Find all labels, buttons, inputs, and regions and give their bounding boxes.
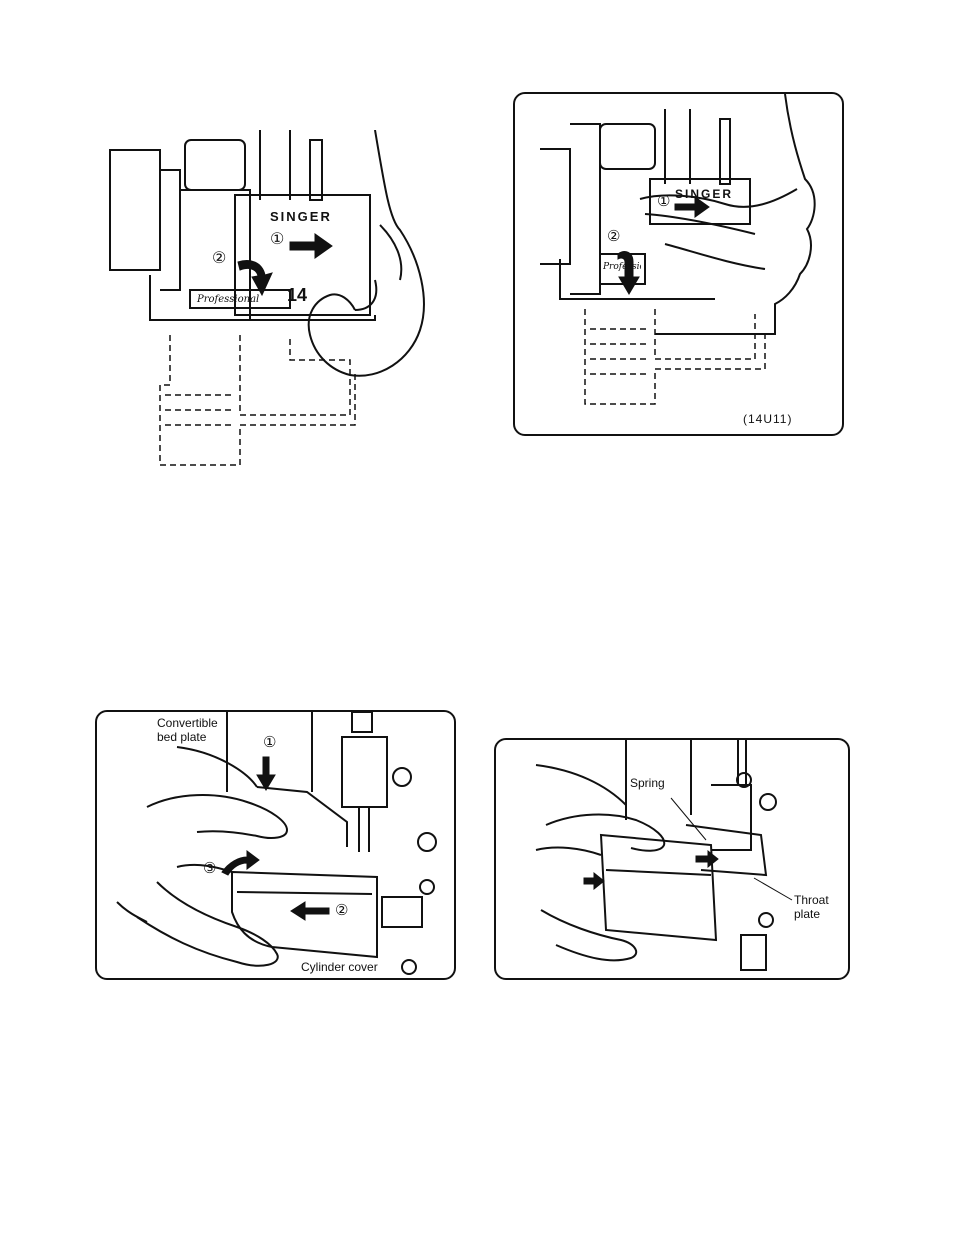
step-1-marker: ① (263, 736, 276, 750)
cylinder-cover-label: Cylinder cover (301, 960, 378, 974)
figure-code-label: (14U11) (743, 412, 792, 426)
step-1-marker: ① (270, 233, 284, 247)
step-3-marker: ③ (203, 862, 216, 876)
professional-badge: Professional (603, 260, 641, 274)
figure-spring-throat-plate: Spring Throat plate (494, 738, 850, 980)
figure-remove-cover-2: SINGER ① ② Professional (14U11) (513, 92, 844, 436)
singer-brand-label: SINGER (270, 210, 332, 224)
singer-brand-label: SINGER (675, 187, 733, 201)
figure-attach-cylinder-cover: Convertible bed plate ① ② ③ Cylinder cov… (95, 710, 456, 980)
machine-drawing-4 (496, 740, 848, 978)
throat-plate-label-line2: plate (794, 907, 820, 921)
step-2-marker: ② (212, 252, 226, 266)
throat-plate-label: Throat (794, 893, 829, 907)
machine-drawing-1 (100, 130, 430, 475)
step-1-marker: ① (657, 195, 670, 209)
machine-drawing-3 (97, 712, 454, 978)
model-number-label: 14 (287, 288, 307, 302)
convertible-bed-plate-label-line2: bed plate (157, 730, 206, 744)
step-2-marker: ② (607, 230, 620, 244)
convertible-bed-plate-label: Convertible (157, 716, 218, 730)
figure-remove-cover-1: SINGER ① ② Professional 14 (100, 130, 430, 475)
machine-drawing-2 (515, 94, 842, 434)
step-2-marker: ② (335, 904, 348, 918)
professional-badge: Professional (197, 293, 259, 307)
spring-label: Spring (630, 776, 665, 790)
